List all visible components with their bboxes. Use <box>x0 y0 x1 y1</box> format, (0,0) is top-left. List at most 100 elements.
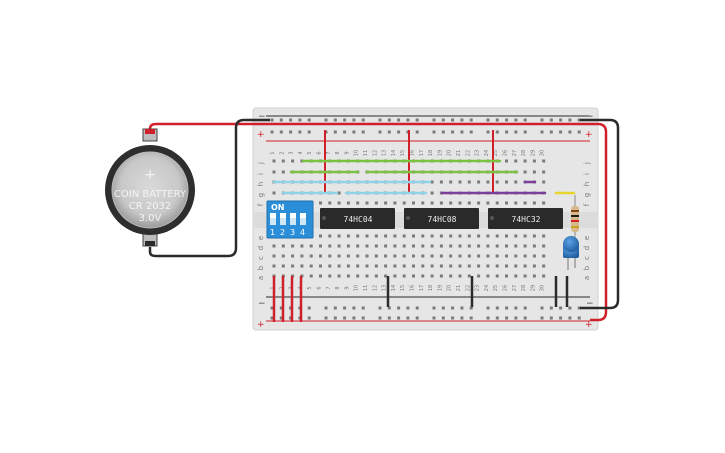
hole[interactable] <box>514 234 518 238</box>
hole[interactable] <box>432 306 436 310</box>
hole[interactable] <box>337 274 341 278</box>
hole[interactable] <box>346 244 350 248</box>
hole[interactable] <box>495 306 499 310</box>
hole[interactable] <box>291 159 295 163</box>
hole[interactable] <box>281 170 285 174</box>
hole[interactable] <box>532 234 536 238</box>
hole[interactable] <box>307 316 311 320</box>
bottom-ground-wires[interactable] <box>386 276 569 307</box>
hole[interactable] <box>415 130 419 134</box>
hole[interactable] <box>540 118 544 122</box>
hole[interactable] <box>346 274 350 278</box>
hole[interactable] <box>439 244 443 248</box>
hole[interactable] <box>270 306 274 310</box>
hole[interactable] <box>298 118 302 122</box>
hole[interactable] <box>486 316 490 320</box>
hole[interactable] <box>432 118 436 122</box>
hole[interactable] <box>514 254 518 258</box>
hole[interactable] <box>439 274 443 278</box>
hole[interactable] <box>441 316 445 320</box>
hole[interactable] <box>477 254 481 258</box>
hole[interactable] <box>523 254 527 258</box>
hole[interactable] <box>449 274 453 278</box>
hole[interactable] <box>542 264 546 268</box>
hole[interactable] <box>328 201 332 205</box>
hole[interactable] <box>333 316 337 320</box>
hole[interactable] <box>514 244 518 248</box>
hole[interactable] <box>406 316 410 320</box>
hole[interactable] <box>387 118 391 122</box>
dip-switch[interactable]: ON 1 2 3 4 <box>266 200 314 239</box>
hole[interactable] <box>542 159 546 163</box>
hole[interactable] <box>469 306 473 310</box>
hole[interactable] <box>361 130 365 134</box>
hole[interactable] <box>378 118 382 122</box>
hole[interactable] <box>421 244 425 248</box>
hole[interactable] <box>328 264 332 268</box>
hole[interactable] <box>397 316 401 320</box>
hole[interactable] <box>441 306 445 310</box>
hole[interactable] <box>523 306 527 310</box>
hole[interactable] <box>505 180 508 184</box>
hole[interactable] <box>549 118 553 122</box>
hole[interactable] <box>577 306 581 310</box>
hole[interactable] <box>365 264 369 268</box>
hole[interactable] <box>486 264 490 268</box>
hole[interactable] <box>505 254 508 258</box>
hole[interactable] <box>514 201 518 205</box>
hole[interactable] <box>430 180 434 184</box>
hole[interactable] <box>542 180 546 184</box>
hole[interactable] <box>361 306 365 310</box>
hole[interactable] <box>439 180 443 184</box>
hole[interactable] <box>486 130 490 134</box>
hole[interactable] <box>514 274 518 278</box>
hole[interactable] <box>356 234 360 238</box>
ground-bridge-wire[interactable] <box>580 118 620 310</box>
hole[interactable] <box>402 274 406 278</box>
dip-toggle-4[interactable] <box>300 213 306 225</box>
hole[interactable] <box>505 274 508 278</box>
hole[interactable] <box>449 180 453 184</box>
hole[interactable] <box>406 118 410 122</box>
hole[interactable] <box>374 244 378 248</box>
hole[interactable] <box>460 118 464 122</box>
hole[interactable] <box>374 264 378 268</box>
hole[interactable] <box>460 306 464 310</box>
hole[interactable] <box>441 118 445 122</box>
hole[interactable] <box>378 316 382 320</box>
hole[interactable] <box>387 306 391 310</box>
hole[interactable] <box>356 254 360 258</box>
hole[interactable] <box>343 316 347 320</box>
hole[interactable] <box>365 201 369 205</box>
resistor[interactable] <box>571 195 579 243</box>
hole[interactable] <box>356 264 360 268</box>
hole[interactable] <box>505 244 508 248</box>
hole[interactable] <box>393 274 397 278</box>
hole[interactable] <box>393 244 397 248</box>
hole[interactable] <box>393 264 397 268</box>
hole[interactable] <box>505 130 509 134</box>
hole[interactable] <box>523 274 527 278</box>
hole[interactable] <box>514 159 518 163</box>
hole[interactable] <box>402 244 406 248</box>
hole[interactable] <box>272 264 276 268</box>
hole[interactable] <box>449 244 453 248</box>
hole[interactable] <box>451 118 455 122</box>
hole[interactable] <box>486 306 490 310</box>
hole[interactable] <box>393 254 397 258</box>
hole[interactable] <box>384 274 388 278</box>
hole[interactable] <box>309 274 313 278</box>
hole[interactable] <box>343 306 347 310</box>
hole[interactable] <box>337 234 341 238</box>
hole[interactable] <box>559 130 563 134</box>
hole[interactable] <box>486 244 490 248</box>
hole[interactable] <box>343 130 347 134</box>
hole[interactable] <box>402 234 406 238</box>
hole[interactable] <box>432 130 436 134</box>
hole[interactable] <box>458 254 462 258</box>
hole[interactable] <box>393 234 397 238</box>
chip-74hc32[interactable]: 74HC32 <box>488 208 563 229</box>
hole[interactable] <box>430 201 434 205</box>
hole[interactable] <box>328 274 332 278</box>
hole[interactable] <box>319 254 322 258</box>
